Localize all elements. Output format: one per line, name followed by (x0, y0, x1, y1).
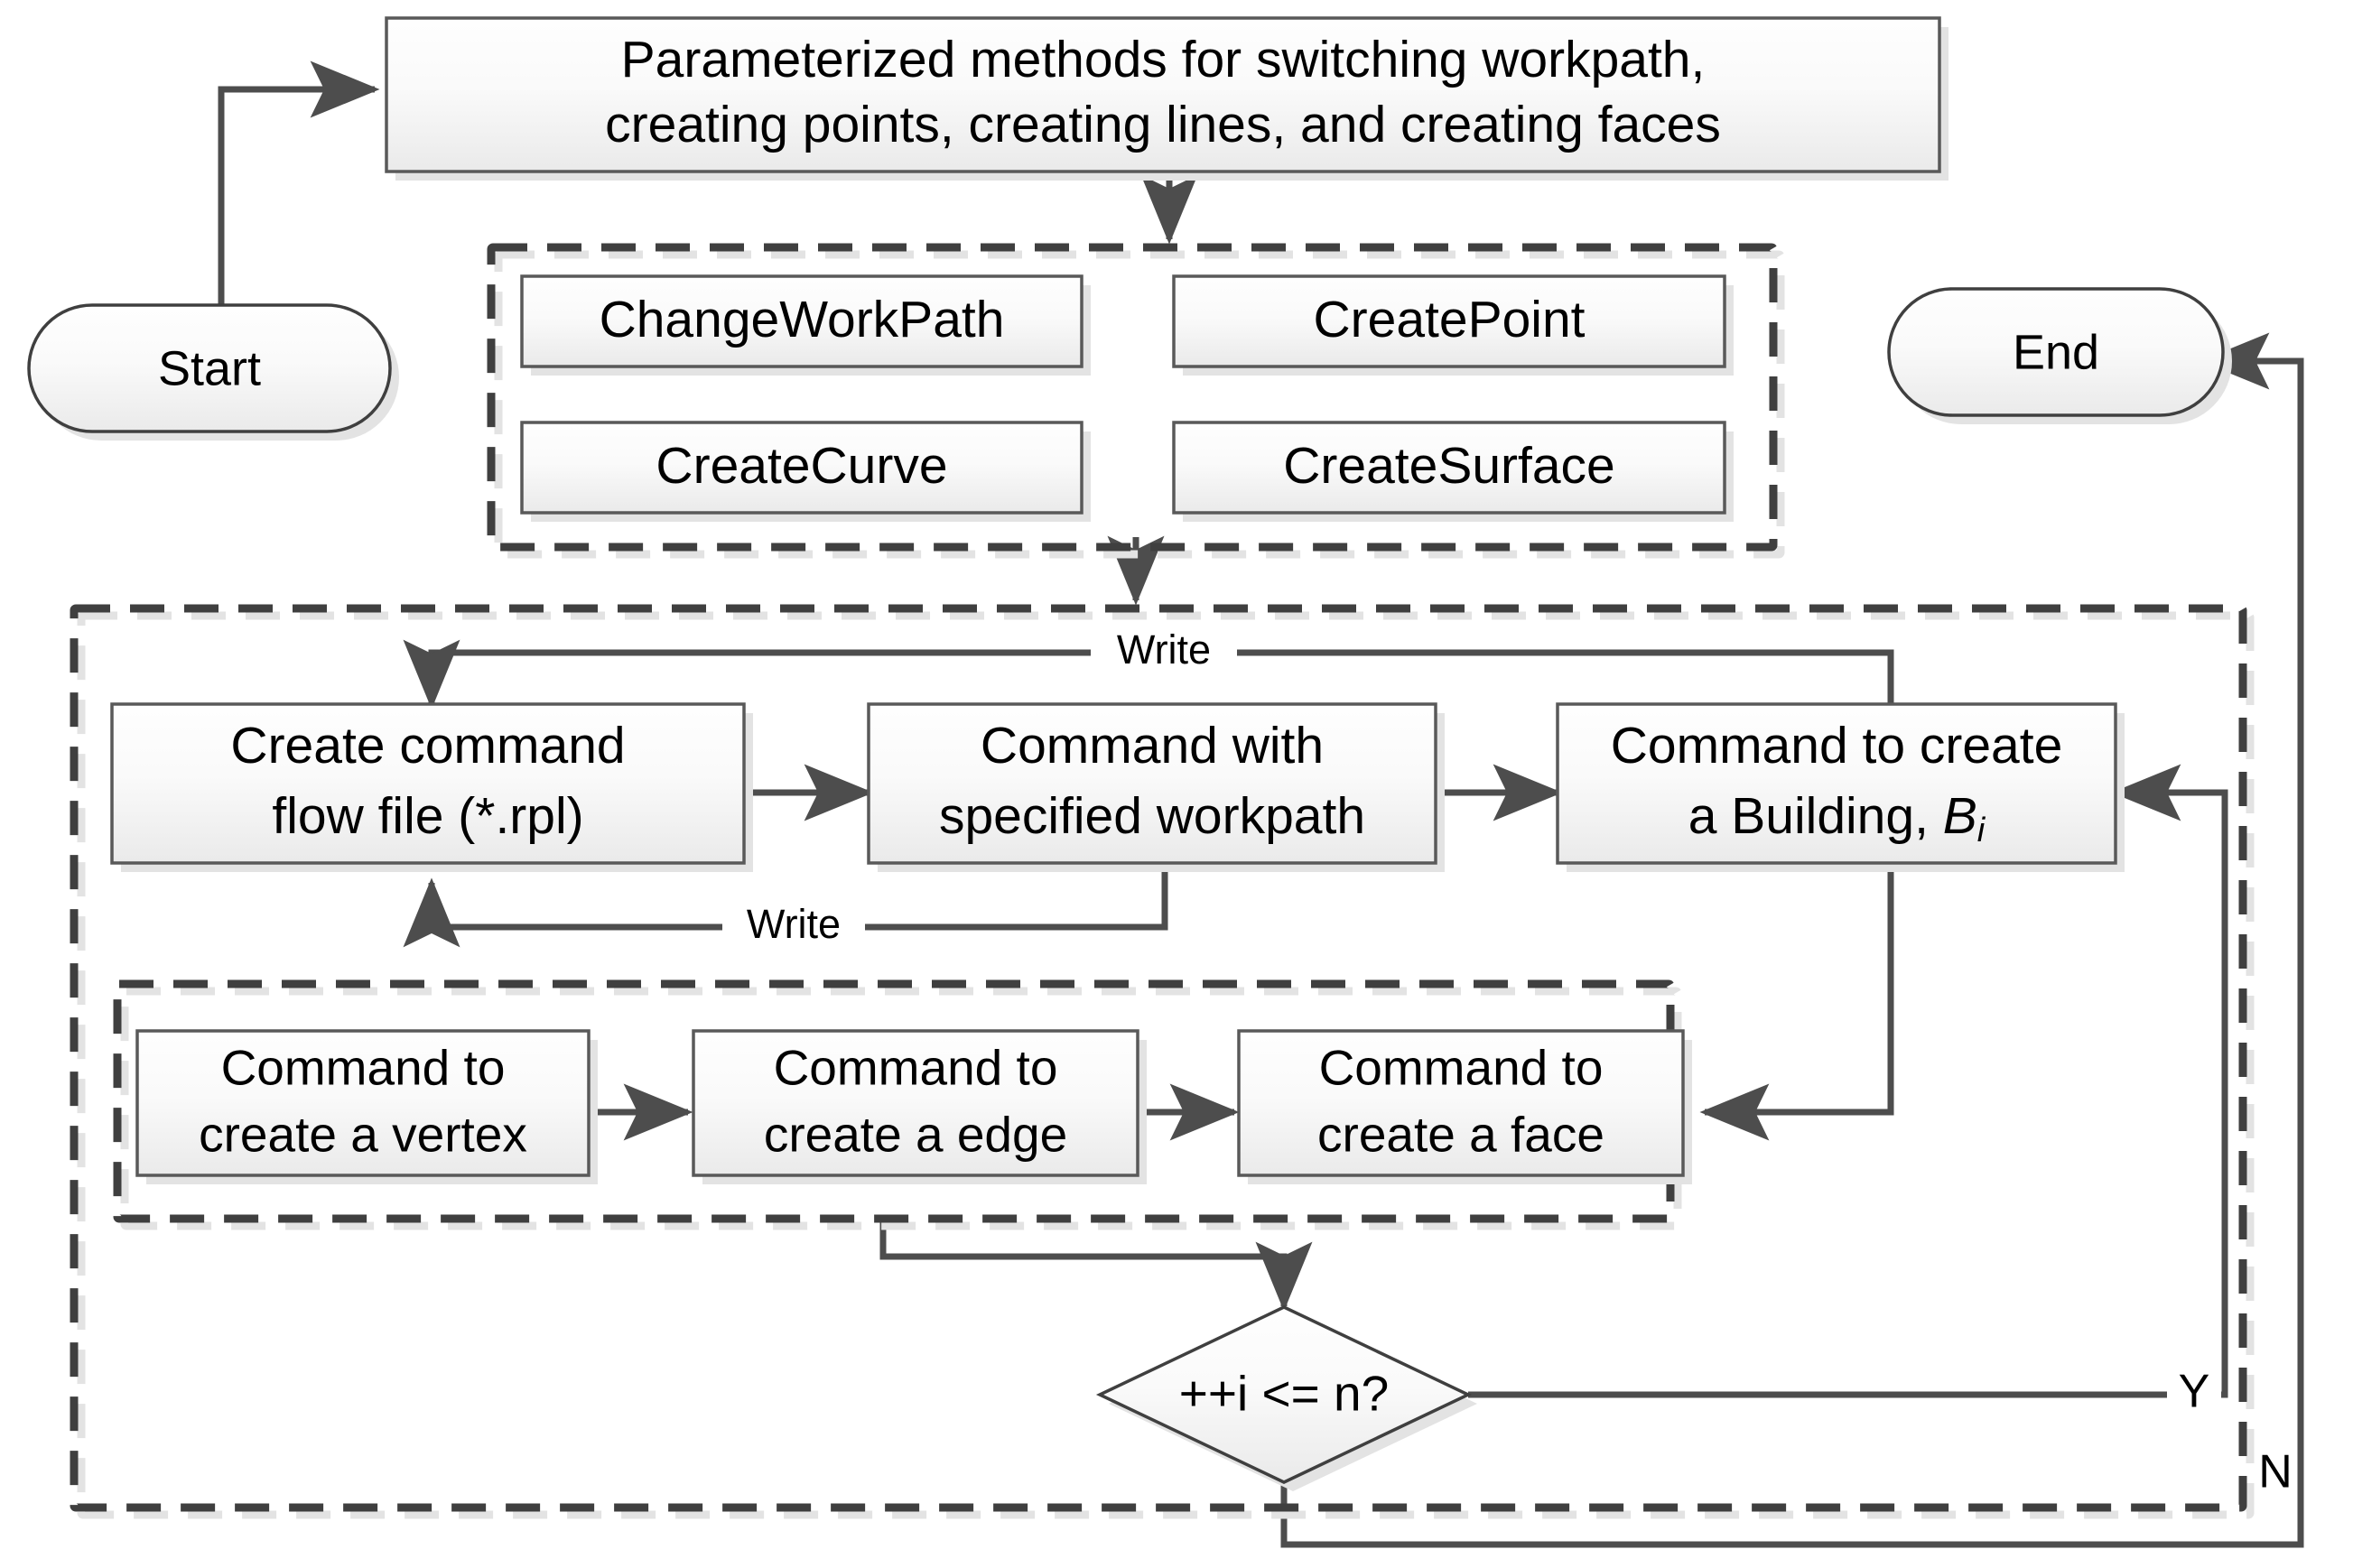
header-line1: Parameterized methods for switching work… (621, 31, 1706, 88)
node-method-createpoint[interactable]: CreatePoint (1172, 274, 1734, 376)
node-command-create-vertex[interactable]: Command to create a vertex (135, 1029, 598, 1184)
create-flow-file-line2: flow file (*.rpl) (272, 787, 583, 845)
node-header-box[interactable]: Parameterized methods for switching work… (385, 16, 1948, 181)
connector-decision-no (1280, 332, 2304, 1548)
connector-start-to-header (218, 60, 380, 348)
decision-label: ++i <= n? (1179, 1366, 1389, 1422)
face-line1: Command to (1319, 1040, 1604, 1096)
building-var-subscript: i (1977, 812, 1986, 849)
building-line1: Command to create (1611, 717, 2063, 775)
node-command-with-specified-workpath[interactable]: Command with specified workpath (867, 702, 1445, 872)
node-decision-loop[interactable]: ++i <= n? (1095, 1305, 1477, 1491)
write-top-label: Write (1117, 626, 1211, 673)
node-command-to-create-building[interactable]: Command to create a Building, Bi (1556, 702, 2125, 872)
node-method-changeworkpath[interactable]: ChangeWorkPath (520, 274, 1091, 376)
node-command-create-face[interactable]: Command to create a face (1237, 1029, 1692, 1184)
vertex-line1: Command to (221, 1040, 506, 1096)
connector-building-to-geometry (1699, 867, 1894, 1141)
start-label: Start (158, 341, 261, 395)
edge-line1: Command to (774, 1040, 1058, 1096)
geometry-group-frame (113, 979, 1682, 1230)
connector-layer (218, 60, 2304, 1548)
node-method-createsurface[interactable]: CreateSurface (1172, 421, 1734, 522)
node-create-command-flow-file[interactable]: Create command flow file (*.rpl) (110, 702, 753, 872)
building-var: B (1943, 787, 1977, 845)
node-start[interactable]: Start (27, 303, 399, 441)
face-line2: create a face (1317, 1107, 1604, 1163)
method-label-createcurve: CreateCurve (656, 437, 947, 495)
methods-group-frame (487, 243, 1785, 559)
node-method-createcurve[interactable]: CreateCurve (520, 421, 1091, 522)
building-line2: a Building, Bi (1688, 787, 1986, 849)
main-loop-frame (70, 604, 2255, 1519)
building-line2-prefix: a Building, (1688, 787, 1943, 845)
branch-yes-label: Y (2179, 1366, 2210, 1418)
edge-label-layer: Write Write Y N (722, 626, 2293, 1498)
method-label-createsurface: CreateSurface (1283, 437, 1615, 495)
connector-geometry-to-decision (879, 1220, 1313, 1312)
method-label-createpoint: CreatePoint (1313, 291, 1585, 348)
workpath-line2: specified workpath (939, 787, 1365, 845)
method-label-changeworkpath: ChangeWorkPath (600, 291, 1005, 348)
header-line2: creating points, creating lines, and cre… (605, 96, 1721, 153)
node-command-create-edge[interactable]: Command to create a edge (692, 1029, 1147, 1184)
edge-line2: create a edge (764, 1107, 1067, 1163)
write-bottom-label: Write (747, 901, 841, 947)
create-flow-file-line1: Create command (230, 717, 625, 775)
workpath-line1: Command with (981, 717, 1324, 775)
vertex-line2: create a vertex (199, 1107, 527, 1163)
branch-no-label: N (2258, 1446, 2293, 1498)
node-end[interactable]: End (1887, 287, 2232, 424)
end-label: End (2013, 325, 2099, 379)
connector-decision-yes (1468, 764, 2228, 1398)
